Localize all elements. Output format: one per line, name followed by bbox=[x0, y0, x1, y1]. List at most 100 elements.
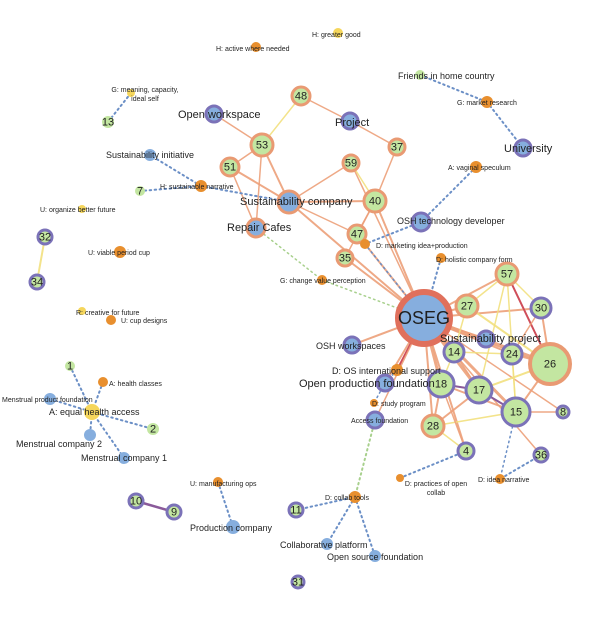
node-n48[interactable]: 48 bbox=[290, 85, 312, 107]
node-h_sust[interactable]: H: sustainable narrative bbox=[160, 180, 234, 192]
node-collab[interactable]: Collaborative platform bbox=[280, 538, 368, 550]
node-n57[interactable]: 57 bbox=[494, 261, 520, 287]
node-h_active[interactable]: H: active where needed bbox=[216, 42, 290, 53]
node-circle bbox=[494, 261, 520, 287]
node-u_org[interactable]: U: organize better future bbox=[40, 205, 116, 214]
node-r_creative[interactable]: R: creative for future bbox=[76, 307, 140, 317]
node-circle bbox=[442, 340, 466, 364]
node-osh_tech[interactable]: OSH technology developer bbox=[397, 211, 505, 233]
node-g_change[interactable]: G: change value perception bbox=[280, 275, 366, 285]
node-mc2[interactable]: Menstrual company 2 bbox=[16, 429, 102, 449]
node-circle bbox=[370, 399, 378, 407]
node-n32[interactable]: 32 bbox=[36, 228, 54, 246]
node-number: 7 bbox=[137, 186, 143, 198]
node-n9[interactable]: 9 bbox=[165, 503, 183, 521]
node-n47[interactable]: 47 bbox=[346, 223, 368, 245]
node-d_idea[interactable]: D: idea narrative bbox=[478, 474, 529, 484]
edge-n57-n17 bbox=[478, 273, 508, 391]
node-n2[interactable]: 2 bbox=[147, 423, 159, 436]
node-a_health[interactable]: A: health classes bbox=[98, 377, 162, 388]
node-circle bbox=[346, 223, 368, 245]
node-label: D: OS international support bbox=[332, 366, 441, 376]
node-n53[interactable]: 53 bbox=[249, 132, 275, 158]
node-n18[interactable]: 18 bbox=[426, 369, 456, 399]
node-osh_ws[interactable]: OSH workspaces bbox=[316, 335, 386, 355]
node-circle bbox=[481, 96, 493, 108]
node-n30[interactable]: 30 bbox=[529, 296, 553, 320]
node-circle bbox=[500, 396, 532, 428]
node-circle bbox=[98, 377, 108, 387]
node-n51[interactable]: 51 bbox=[219, 156, 241, 178]
node-circle bbox=[415, 70, 425, 80]
node-h_greater[interactable]: H: greater good bbox=[312, 28, 361, 39]
node-project[interactable]: Project bbox=[335, 111, 369, 131]
node-sust_company[interactable]: Sustainability company bbox=[240, 189, 353, 215]
node-n15[interactable]: 15 bbox=[500, 396, 532, 428]
edge-d_marketing-OSEG bbox=[364, 243, 425, 319]
node-n10[interactable]: 10 bbox=[127, 492, 145, 510]
node-n26[interactable]: 26 bbox=[528, 342, 572, 386]
node-n11[interactable]: 11 bbox=[287, 501, 305, 519]
node-prod_co[interactable]: Production company bbox=[190, 520, 273, 534]
node-sust_init[interactable]: Sustainability initiative bbox=[106, 149, 194, 161]
node-n8[interactable]: 8 bbox=[555, 404, 571, 420]
node-n37[interactable]: 37 bbox=[387, 137, 407, 157]
node-circle bbox=[290, 85, 312, 107]
node-mpf[interactable]: Menstrual product foundation bbox=[2, 393, 93, 405]
edge-u_manuf-prod_co bbox=[217, 481, 234, 528]
node-university[interactable]: University bbox=[504, 138, 553, 158]
node-d_holistic[interactable]: D: holistic company form bbox=[436, 253, 513, 264]
node-n4[interactable]: 4 bbox=[456, 441, 476, 461]
node-u_cup[interactable]: U: cup designs bbox=[106, 315, 168, 325]
node-a_equal[interactable]: A: equal health access bbox=[49, 404, 140, 420]
node-n28[interactable]: 28 bbox=[420, 413, 446, 439]
node-n59[interactable]: 59 bbox=[341, 153, 361, 173]
node-repair[interactable]: Repair Cafes bbox=[227, 217, 292, 239]
node-n40[interactable]: 40 bbox=[362, 188, 388, 214]
node-number: 1 bbox=[67, 361, 73, 373]
edge-h_sust-sust_init bbox=[149, 154, 202, 187]
node-n27[interactable]: 27 bbox=[454, 293, 480, 319]
edge-d_collab-collab bbox=[326, 496, 356, 545]
node-d_marketing[interactable]: D: marketing idea+production bbox=[360, 239, 468, 250]
node-number: 18 bbox=[435, 379, 447, 391]
node-label: D: study program bbox=[372, 401, 426, 408]
node-d_os[interactable]: D: OS international support bbox=[332, 364, 441, 376]
node-g_meaning[interactable]: G: meaning, capacity,ideal self bbox=[111, 87, 178, 103]
node-n17[interactable]: 17 bbox=[464, 375, 494, 405]
node-n36[interactable]: 36 bbox=[532, 446, 550, 464]
node-u_manuf[interactable]: U: manufacturing ops bbox=[190, 477, 257, 488]
node-d_collab[interactable]: D: collab tools bbox=[325, 491, 369, 503]
node-n24[interactable]: 24 bbox=[500, 342, 524, 366]
node-circle bbox=[219, 156, 241, 178]
node-sust_project[interactable]: Sustainability project bbox=[440, 329, 541, 349]
node-n14[interactable]: 14 bbox=[442, 340, 466, 364]
node-n35[interactable]: 35 bbox=[335, 248, 355, 268]
node-g_market[interactable]: G: market research bbox=[457, 96, 517, 108]
node-n13[interactable]: 13 bbox=[102, 116, 114, 129]
node-circle bbox=[251, 42, 261, 52]
node-friends[interactable]: Friends in home country bbox=[398, 70, 495, 81]
node-a_vaginal[interactable]: A: vaginal speculum bbox=[448, 161, 511, 173]
node-circle bbox=[127, 492, 145, 510]
edge-OSEG-sust_company bbox=[288, 201, 425, 319]
node-u_viable[interactable]: U: viable period cup bbox=[88, 246, 150, 258]
node-osf[interactable]: Open source foundation bbox=[327, 550, 423, 562]
node-d_study[interactable]: D: study program bbox=[370, 399, 426, 408]
node-circle bbox=[500, 342, 524, 366]
node-circle bbox=[78, 307, 86, 315]
node-n1[interactable]: 1 bbox=[65, 361, 75, 373]
node-n34[interactable]: 34 bbox=[28, 273, 46, 291]
node-mc1[interactable]: Menstrual company 1 bbox=[81, 452, 167, 464]
node-circle bbox=[454, 293, 480, 319]
node-label: Menstrual product foundation bbox=[2, 397, 93, 404]
node-open_ws[interactable]: Open workspace bbox=[178, 104, 261, 124]
node-access[interactable]: Access foundation bbox=[351, 410, 408, 430]
node-circle bbox=[165, 503, 183, 521]
node-n31[interactable]: 31 bbox=[290, 574, 306, 590]
node-opf[interactable]: Open production foundation bbox=[299, 373, 435, 393]
node-OSEG[interactable]: OSEG bbox=[395, 289, 453, 347]
node-label: Collaborative platform bbox=[280, 540, 368, 550]
node-n7[interactable]: 7 bbox=[135, 186, 145, 198]
